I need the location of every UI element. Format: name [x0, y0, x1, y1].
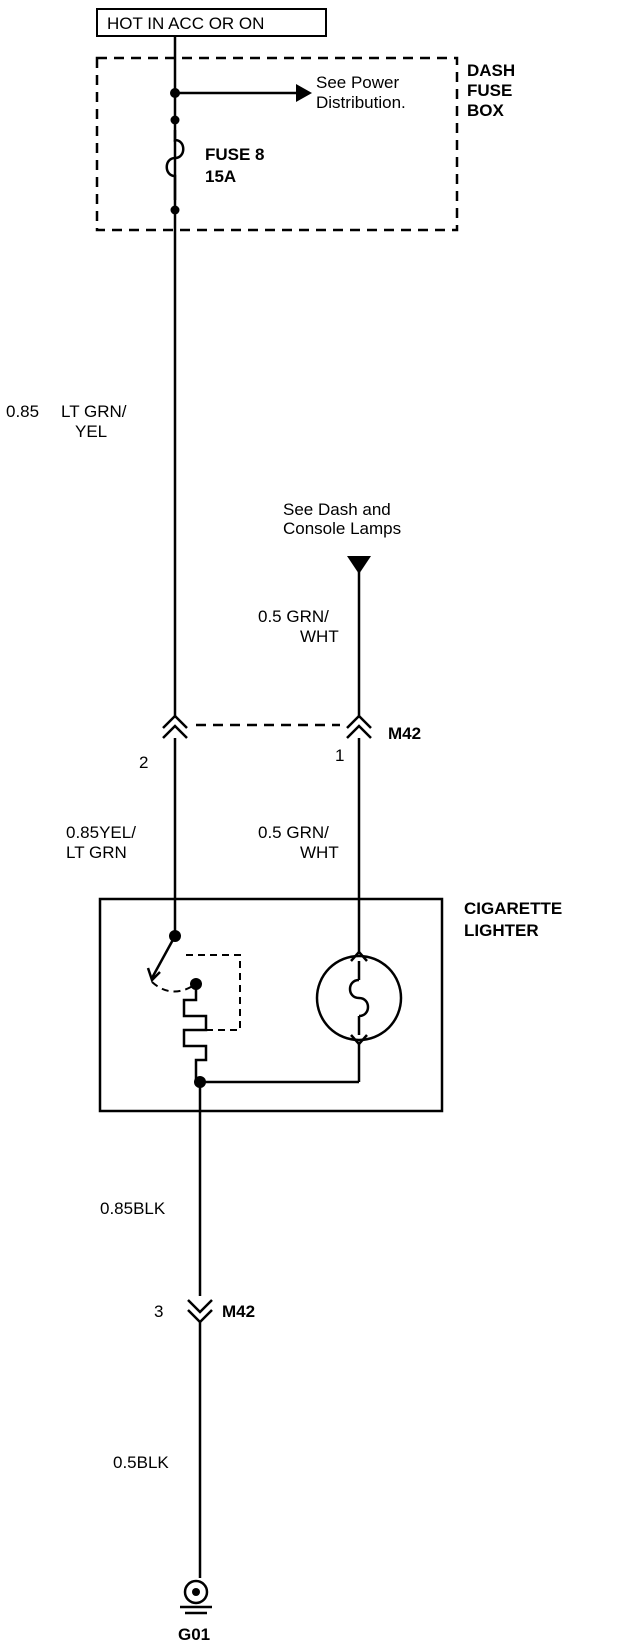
connector-upper-pin-left: 2 [139, 753, 148, 772]
fuse-box-name-1: DASH [467, 61, 515, 80]
connector-chevron-right-bottom [346, 724, 372, 739]
fuse-name: FUSE 8 [205, 145, 265, 164]
lamp-supply-wire-2: WHT [300, 627, 339, 646]
lighter-feed-wire-2: LT GRN [66, 843, 127, 862]
component-name-2: LIGHTER [464, 921, 539, 940]
power-ref-line-1: See Power [316, 73, 399, 92]
ground-eyelet-outer [183, 1579, 209, 1605]
fuse-terminal-top [170, 115, 180, 125]
illumination-lamp [315, 954, 403, 1042]
ground-wire-upper-label: 0.85BLK [100, 1199, 166, 1218]
ground-eyelet-inner [192, 1588, 200, 1596]
main-wire-color-1: LT GRN/ [61, 402, 127, 421]
connector-m42-upper [162, 714, 372, 739]
cigarette-lighter-box [98, 897, 444, 1113]
main-wire-size: 0.85 [6, 402, 39, 421]
switch-dashed-housing [186, 954, 241, 1031]
dash-lamps-ref-1: See Dash and [283, 500, 391, 519]
connector-chevron-left-top [162, 714, 188, 729]
lamp-terminal-top [350, 950, 368, 962]
component-name-1: CIGARETTE [464, 899, 562, 918]
connector-lower-name: M42 [222, 1302, 255, 1321]
power-source-label: HOT IN ACC OR ON [107, 14, 264, 33]
dash-lamps-ref-arrow [347, 556, 371, 574]
ground-label: G01 [178, 1625, 210, 1644]
switch-dashed-arc [151, 981, 197, 993]
connector-lower-pin: 3 [154, 1302, 163, 1321]
dash-fuse-box-outline [95, 56, 459, 232]
lamp-supply-wire-1: 0.5 GRN/ [258, 607, 329, 626]
lamp-feed-wire-1: 0.5 GRN/ [258, 823, 329, 842]
connector-upper-pin-right: 1 [335, 746, 344, 765]
ground-wire-lower-label: 0.5BLK [113, 1453, 169, 1472]
switch-arrow-tip [146, 967, 161, 983]
heating-element-coil [182, 984, 208, 1082]
power-source-box [96, 8, 327, 37]
lighter-feed-wire-1: 0.85YEL/ [66, 823, 136, 842]
connector-upper-name: M42 [388, 724, 421, 743]
power-ref-line-2: Distribution. [316, 93, 406, 112]
fuse-box-name-2: FUSE [467, 81, 512, 100]
main-wire-color-2: YEL [75, 422, 107, 441]
fuse-rating: 15A [205, 167, 236, 186]
fuse-box-name-3: BOX [467, 101, 505, 120]
power-distribution-arrowhead [296, 84, 312, 102]
lamp-feed-wire-2: WHT [300, 843, 339, 862]
switch-arm [150, 935, 177, 979]
connector-chevron-right-top [346, 714, 372, 729]
dash-lamps-ref-2: Console Lamps [283, 519, 401, 538]
connector-lower-chevron-top [187, 1299, 213, 1314]
connector-chevron-left-bottom [162, 724, 188, 739]
ground-symbol [180, 1579, 212, 1615]
lamp-filament [348, 978, 370, 1018]
